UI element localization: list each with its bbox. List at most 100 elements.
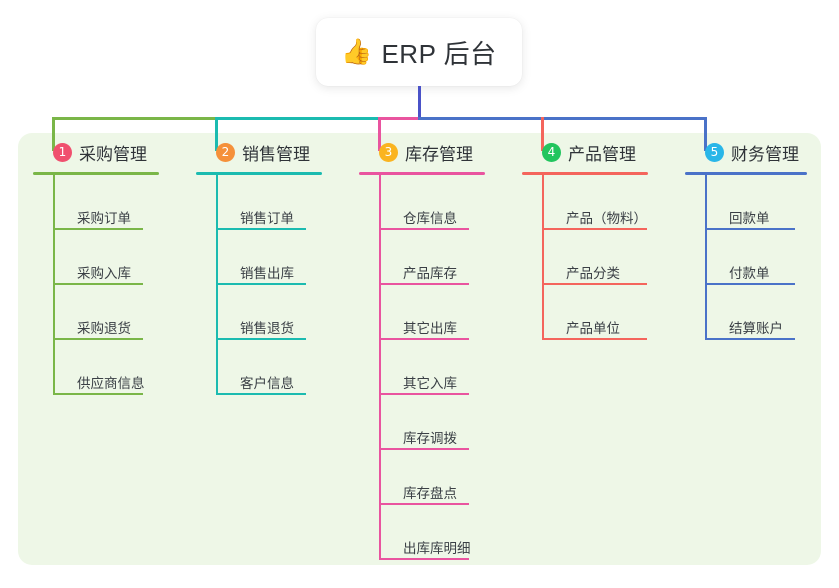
menu-item-rule xyxy=(379,393,469,395)
menu-item-rule xyxy=(705,338,795,340)
column-title: 销售管理 xyxy=(242,144,310,164)
menu-item-label: 销售退货 xyxy=(240,320,294,336)
column-header-rule xyxy=(196,172,322,175)
column-header-1[interactable]: 1 采购管理 xyxy=(33,139,183,165)
menu-item-label: 客户信息 xyxy=(240,375,294,391)
branch-column-3: 3 库存管理仓库信息产品库存其它出库其它入库库存调拨库存盘点出库库明细 xyxy=(359,139,509,560)
column-items: 采购订单采购入库采购退货供应商信息 xyxy=(33,175,183,395)
menu-item-rule xyxy=(379,338,469,340)
root-node-erp-backend[interactable]: 👍 ERP 后台 xyxy=(316,18,522,86)
menu-item-label: 产品单位 xyxy=(566,320,620,336)
menu-item-label: 其它出库 xyxy=(403,320,457,336)
menu-item-label: 付款单 xyxy=(729,265,770,281)
column-number-badge: 5 xyxy=(705,142,724,162)
column-trunk-line xyxy=(542,175,544,340)
menu-item-rule xyxy=(379,558,469,560)
column-title: 库存管理 xyxy=(405,144,473,164)
menu-item-rule xyxy=(216,228,306,230)
menu-item-rule xyxy=(379,448,469,450)
bus-segment-2 xyxy=(215,117,381,120)
menu-item-label: 产品库存 xyxy=(403,265,457,281)
menu-item-rule xyxy=(705,283,795,285)
menu-item[interactable]: 其它出库 xyxy=(379,285,509,340)
menu-item[interactable]: 结算账户 xyxy=(705,285,835,340)
menu-item[interactable]: 付款单 xyxy=(705,230,835,285)
column-header-rule xyxy=(685,172,807,175)
menu-item[interactable]: 产品库存 xyxy=(379,230,509,285)
menu-item-label: 产品分类 xyxy=(566,265,620,281)
menu-item[interactable]: 回款单 xyxy=(705,175,835,230)
menu-item-rule xyxy=(53,393,143,395)
menu-item[interactable]: 销售出库 xyxy=(216,230,346,285)
menu-item-rule xyxy=(53,338,143,340)
bus-segment-1 xyxy=(52,117,218,120)
column-header-2[interactable]: 2 销售管理 xyxy=(196,139,346,165)
column-trunk-line xyxy=(216,175,218,395)
column-header-3[interactable]: 3 库存管理 xyxy=(359,139,509,165)
column-stub-2 xyxy=(215,117,218,151)
menu-item[interactable]: 库存调拨 xyxy=(379,395,509,450)
column-title: 采购管理 xyxy=(79,144,147,164)
column-trunk-line xyxy=(379,175,381,560)
menu-item-rule xyxy=(216,283,306,285)
root-connector-vertical xyxy=(418,86,421,120)
menu-item-rule xyxy=(542,338,647,340)
diagram-panel xyxy=(18,133,821,565)
menu-item[interactable]: 产品（物料） xyxy=(542,175,672,230)
menu-item[interactable]: 库存盘点 xyxy=(379,450,509,505)
menu-item[interactable]: 产品单位 xyxy=(542,285,672,340)
column-number-badge: 2 xyxy=(216,142,235,162)
column-title: 财务管理 xyxy=(731,144,799,164)
menu-item-label: 库存盘点 xyxy=(403,485,457,501)
root-node-title: ERP 后台 xyxy=(381,38,497,69)
menu-item-label: 产品（物料） xyxy=(566,210,647,226)
column-title: 产品管理 xyxy=(568,144,636,164)
menu-item-label: 库存调拨 xyxy=(403,430,457,446)
menu-item-label: 结算账户 xyxy=(729,320,783,336)
column-number-badge: 3 xyxy=(379,142,398,162)
menu-item[interactable]: 产品分类 xyxy=(542,230,672,285)
menu-item-label: 采购订单 xyxy=(77,210,131,226)
menu-item-label: 仓库信息 xyxy=(403,210,457,226)
menu-item-rule xyxy=(53,228,143,230)
branch-column-4: 4 产品管理产品（物料） 产品分类产品单位 xyxy=(522,139,672,340)
menu-item[interactable]: 采购入库 xyxy=(53,230,183,285)
column-stub-5 xyxy=(704,117,707,151)
menu-item[interactable]: 销售退货 xyxy=(216,285,346,340)
column-number-badge: 1 xyxy=(53,142,72,162)
menu-item[interactable]: 采购退货 xyxy=(53,285,183,340)
column-items: 回款单付款单结算账户 xyxy=(685,175,835,340)
menu-item-rule xyxy=(379,283,469,285)
menu-item-rule xyxy=(216,338,306,340)
branch-column-1: 1 采购管理采购订单采购入库采购退货供应商信息 xyxy=(33,139,183,395)
column-trunk-line xyxy=(705,175,707,340)
menu-item-label: 销售订单 xyxy=(240,210,294,226)
menu-item[interactable]: 客户信息 xyxy=(216,340,346,395)
menu-item-label: 销售出库 xyxy=(240,265,294,281)
menu-item[interactable]: 供应商信息 xyxy=(53,340,183,395)
branch-column-5: 5 财务管理回款单付款单结算账户 xyxy=(685,139,835,340)
column-stub-1 xyxy=(52,117,55,151)
bus-segment-3 xyxy=(378,117,421,120)
menu-item-label: 回款单 xyxy=(729,210,770,226)
menu-item[interactable]: 采购订单 xyxy=(53,175,183,230)
menu-item-rule xyxy=(542,283,647,285)
column-items: 产品（物料） 产品分类产品单位 xyxy=(522,175,672,340)
menu-item[interactable]: 销售订单 xyxy=(216,175,346,230)
menu-item-label: 其它入库 xyxy=(403,375,457,391)
column-number-badge: 4 xyxy=(542,142,561,162)
menu-item-rule xyxy=(379,503,469,505)
menu-item[interactable]: 出库库明细 xyxy=(379,505,509,560)
bus-segment-4 xyxy=(418,117,707,120)
column-header-rule xyxy=(359,172,485,175)
column-header-rule xyxy=(522,172,648,175)
menu-item[interactable]: 仓库信息 xyxy=(379,175,509,230)
column-header-rule xyxy=(33,172,159,175)
menu-item[interactable]: 其它入库 xyxy=(379,340,509,395)
column-stub-3 xyxy=(378,117,381,151)
column-header-4[interactable]: 4 产品管理 xyxy=(522,139,672,165)
column-header-5[interactable]: 5 财务管理 xyxy=(685,139,835,165)
menu-item-label: 采购入库 xyxy=(77,265,131,281)
column-trunk-line xyxy=(53,175,55,395)
